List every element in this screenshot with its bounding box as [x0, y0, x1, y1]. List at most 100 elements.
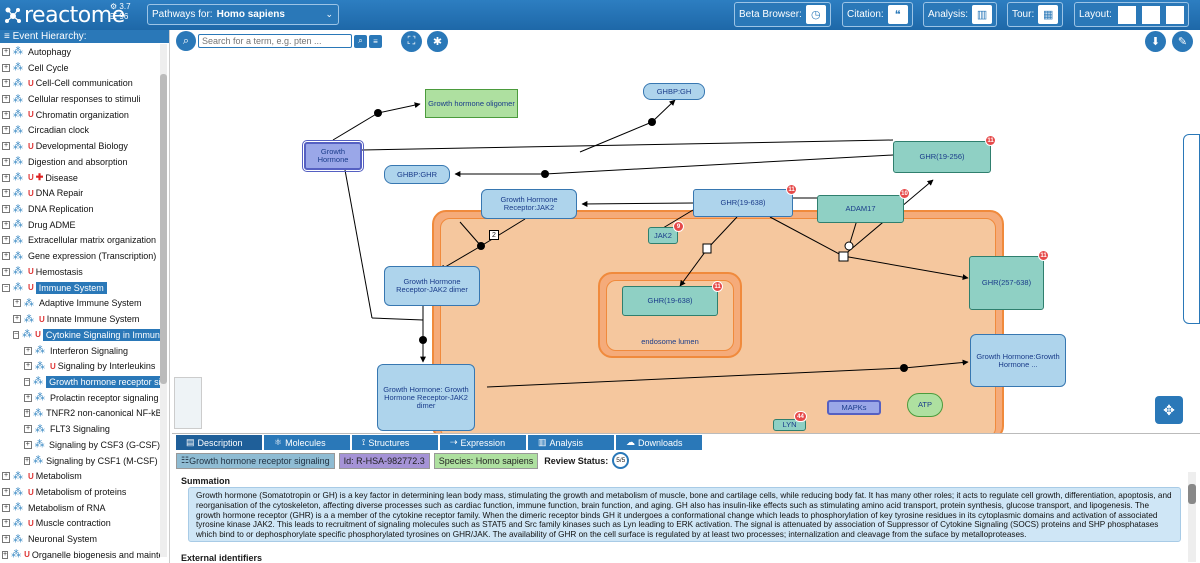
expand-toggle-icon[interactable]: +: [2, 503, 10, 512]
expand-toggle-icon[interactable]: +: [2, 47, 10, 56]
pan-control-icon[interactable]: ✥: [1155, 396, 1183, 424]
expand-toggle-icon[interactable]: +: [24, 409, 31, 418]
expand-toggle-icon[interactable]: +: [13, 299, 21, 308]
tree-item[interactable]: +⁂DNA Replication: [2, 201, 94, 217]
search-input[interactable]: [198, 34, 352, 48]
expand-toggle-icon[interactable]: +: [2, 95, 10, 103]
expand-toggle-icon[interactable]: −: [13, 330, 20, 339]
node-jak2[interactable]: JAK2: [648, 227, 678, 244]
panel-scrollbar[interactable]: [1188, 472, 1196, 562]
node-ghr-jak2-dimer[interactable]: Growth Hormone Receptor-JAK2 dimer: [384, 266, 480, 306]
search-list-icon[interactable]: ≡: [369, 34, 382, 48]
download-icon[interactable]: ⬇: [1145, 31, 1166, 52]
expand-toggle-icon[interactable]: +: [2, 189, 10, 198]
expand-toggle-icon[interactable]: +: [2, 252, 10, 261]
node-ghr-19-256[interactable]: GHR(19-256): [893, 141, 991, 173]
beta-browser-button[interactable]: Beta Browser: ◷: [734, 2, 831, 27]
tree-item[interactable]: +⁂Neuronal System: [2, 531, 97, 547]
expand-toggle-icon[interactable]: +: [2, 236, 10, 245]
sidebar-scroll-thumb[interactable]: [160, 74, 167, 384]
expand-toggle-icon[interactable]: −: [24, 377, 31, 386]
expand-toggle-icon[interactable]: +: [2, 267, 10, 276]
tab-downloads[interactable]: ☁Downloads: [616, 435, 702, 450]
tree-item[interactable]: +⁂Gene expression (Transcription): [2, 248, 156, 264]
tree-item[interactable]: +⁂FLT3 Signaling: [24, 421, 110, 437]
expand-toggle-icon[interactable]: +: [2, 142, 10, 151]
tree-item[interactable]: +⁂TNFR2 non-canonical NF-kB pa: [24, 406, 160, 422]
node-lyn[interactable]: LYN: [773, 419, 806, 431]
tree-item[interactable]: +⁂Interferon Signaling: [24, 343, 128, 359]
network-icon[interactable]: ✱: [427, 31, 448, 52]
citation-button[interactable]: Citation: ❝: [842, 2, 913, 27]
tab-expression[interactable]: ⇢Expression: [440, 435, 526, 450]
node-ghr-jak2[interactable]: Growth Hormone Receptor:JAK2: [481, 189, 577, 219]
species-select[interactable]: Pathways for: Homo sapiens ⌄: [147, 4, 339, 25]
expand-toggle-icon[interactable]: +: [2, 110, 10, 119]
node-ghr-19-638-endosome[interactable]: GHR(19-638): [622, 286, 718, 316]
tour-button[interactable]: Tour: ▦: [1007, 2, 1064, 27]
expand-toggle-icon[interactable]: +: [13, 315, 21, 324]
expand-toggle-icon[interactable]: +: [2, 535, 10, 544]
expand-toggle-icon[interactable]: +: [24, 425, 32, 434]
tree-item[interactable]: +⁂Circadian clock: [2, 123, 89, 139]
expand-toggle-icon[interactable]: +: [24, 456, 31, 465]
panel-scroll-thumb[interactable]: [1188, 484, 1196, 504]
expand-toggle-icon[interactable]: +: [2, 205, 10, 214]
node-ghbp-gh[interactable]: GHBP:GH: [643, 83, 705, 100]
expand-toggle-icon[interactable]: +: [2, 173, 10, 182]
expand-toggle-icon[interactable]: +: [2, 472, 10, 481]
reactome-logo[interactable]: reactome: [4, 3, 125, 28]
node-ghr-19-638-top[interactable]: GHR(19-638): [693, 189, 793, 217]
analysis-button[interactable]: Analysis: ▥: [923, 2, 998, 27]
layout-bottom-icon[interactable]: [1165, 5, 1184, 24]
expand-toggle-icon[interactable]: +: [2, 220, 10, 229]
search-options-icon[interactable]: ⌕: [354, 34, 367, 48]
expand-toggle-icon[interactable]: +: [24, 362, 32, 371]
tree-item[interactable]: +⁂Extracellular matrix organization: [2, 233, 156, 249]
tree-item[interactable]: +⁂Prolactin receptor signaling: [24, 390, 159, 406]
tree-item[interactable]: +⁂Metabolism of RNA: [2, 500, 106, 516]
node-atp[interactable]: ATP: [907, 393, 943, 417]
layout-full-icon[interactable]: [1141, 5, 1160, 24]
expand-toggle-icon[interactable]: +: [24, 393, 32, 402]
tab-structures[interactable]: ⟟Structures: [352, 435, 438, 450]
node-gh-ghr-jak2-dimer[interactable]: Growth Hormone: Growth Hormone Receptor-…: [377, 364, 475, 431]
expand-toggle-icon[interactable]: +: [24, 440, 32, 449]
tree-item[interactable]: +⁂Adaptive Immune System: [13, 296, 142, 312]
node-gh-oligomer[interactable]: Growth hormone oligomer: [425, 89, 518, 118]
diagram-side-toolbar[interactable]: [1183, 134, 1200, 324]
layout-left-icon[interactable]: [1117, 5, 1136, 24]
expand-toggle-icon[interactable]: +: [24, 346, 32, 355]
node-growth-hormone[interactable]: Growth Hormone: [302, 140, 364, 172]
tab-analysis[interactable]: ▥Analysis: [528, 435, 614, 450]
expand-toggle-icon[interactable]: −: [2, 283, 10, 292]
expand-toggle-icon[interactable]: +: [2, 550, 9, 559]
expand-toggle-icon[interactable]: +: [2, 79, 10, 88]
expand-toggle-icon[interactable]: +: [2, 63, 10, 72]
pathway-chip[interactable]: ☷ Growth hormone receptor signaling: [176, 452, 335, 469]
tree-item[interactable]: +⁂Signaling by CSF3 (G-CSF): [24, 437, 160, 453]
tree-item[interactable]: −⁂Growth hormone receptor sig: [24, 374, 160, 390]
tree-item[interactable]: +⁂U✚Disease: [2, 170, 78, 186]
tree-item[interactable]: +⁂Drug ADME: [2, 217, 76, 233]
tab-description[interactable]: ▤Description: [176, 435, 262, 450]
node-mapks[interactable]: MAPKs: [827, 400, 881, 415]
tree-item[interactable]: +⁂Signaling by CSF1 (M-CSF) in n: [24, 453, 160, 469]
tab-molecules[interactable]: ⚛Molecules: [264, 435, 350, 450]
expand-toggle-icon[interactable]: +: [2, 519, 10, 528]
expand-toggle-icon[interactable]: +: [2, 157, 10, 166]
expand-toggle-icon[interactable]: +: [2, 488, 10, 496]
node-ghbp-ghr[interactable]: GHBP:GHR: [384, 165, 450, 184]
